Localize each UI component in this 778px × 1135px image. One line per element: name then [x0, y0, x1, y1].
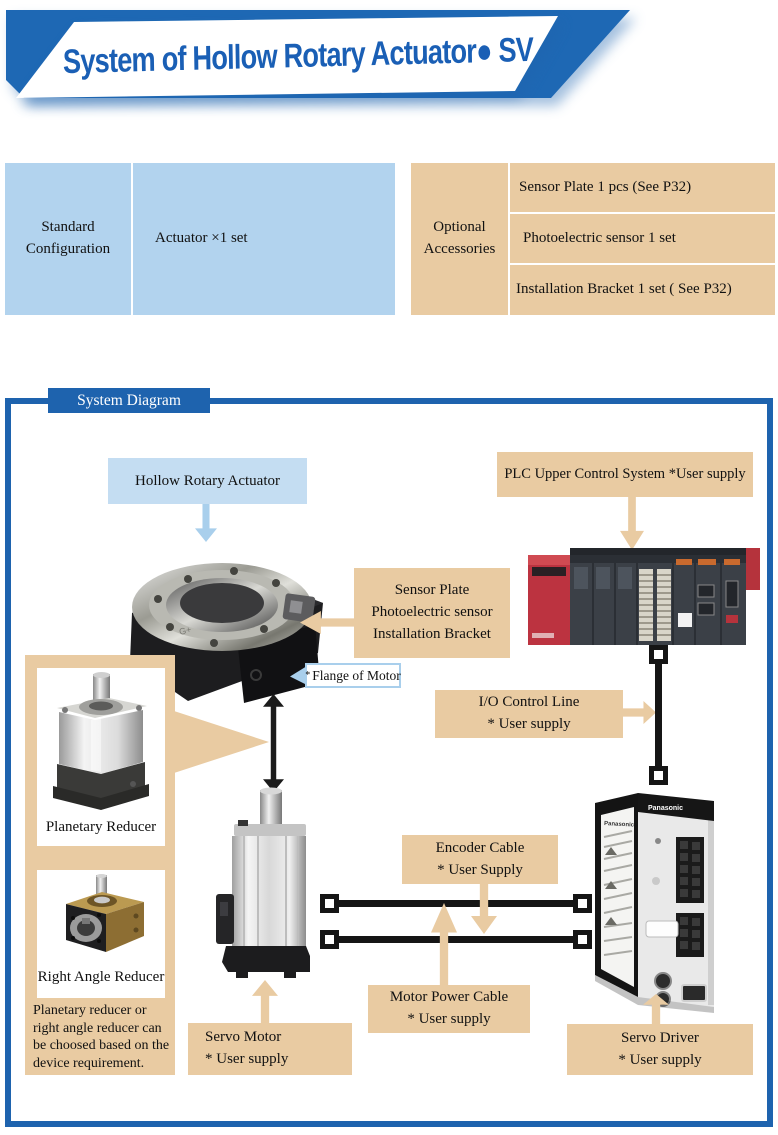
- optional-item-row: Installation Bracket 1 set ( See P32): [510, 265, 775, 315]
- servo-driver-line1: Servo Driver: [621, 1029, 699, 1046]
- servo-driver-image: Panasonic Panasonic: [595, 793, 714, 1013]
- connector-square-icon: [649, 645, 668, 664]
- io-label-line2: * User supply: [487, 716, 571, 732]
- servo-motor-line1: Servo Motor: [205, 1029, 282, 1046]
- standard-label-line1: Standard: [41, 219, 95, 236]
- motor-power-line2: * User supply: [407, 1011, 491, 1027]
- reducer-note: Planetary reducer or right angle reducer…: [33, 1003, 170, 1071]
- sensor-label-line3: Installation Bracket: [373, 625, 491, 642]
- connector-square-icon: [573, 894, 592, 913]
- encoder-line: [338, 936, 578, 943]
- io-control-line-label: I/O Control Line * User supply: [435, 690, 623, 738]
- flange-text: Flange of Motor: [312, 667, 401, 683]
- servo-motor-label: Servo Motor * User supply: [188, 1023, 352, 1075]
- right-angle-reducer-caption: Right Angle Reducer: [37, 968, 165, 985]
- motor-power-cable-label: Motor Power Cable * User supply: [368, 985, 530, 1033]
- optional-label-line2: Accessories: [423, 241, 496, 257]
- motor-power-line: [338, 900, 578, 907]
- svg-text:G+: G+: [178, 624, 192, 637]
- motor-power-line1: Motor Power Cable: [389, 989, 509, 1006]
- plc-image: [528, 548, 760, 645]
- standard-configuration-value: Actuator ×1 set: [133, 163, 395, 315]
- io-label-line1: I/O Control Line: [478, 694, 580, 711]
- servo-driver-label: Servo Driver * User supply: [567, 1024, 753, 1075]
- driver-brand-text: Panasonic: [648, 805, 683, 812]
- driver-brand-text: Panasonic: [604, 821, 635, 829]
- page-title: System of Hollow Rotary Actuator● SV: [62, 30, 534, 81]
- hollow-rotary-actuator-image: G+: [130, 563, 323, 703]
- connector-square-icon: [649, 766, 668, 785]
- sensor-label-line1: Sensor Plate: [394, 582, 470, 599]
- servo-motor-line2: * User supply: [205, 1051, 289, 1067]
- right-angle-reducer-image: [66, 874, 144, 952]
- connector-square-icon: [320, 894, 339, 913]
- encoder-cable-label: Encoder Cable * User Supply: [402, 835, 558, 884]
- planetary-reducer-image: [53, 672, 149, 810]
- optional-item-row: Sensor Plate 1 pcs (See P32): [510, 163, 775, 212]
- connector-square-icon: [573, 930, 592, 949]
- servo-motor-image: [216, 787, 310, 978]
- sensor-label-line2: Photoelectric sensor: [371, 604, 493, 621]
- system-diagram-title: System Diagram: [48, 388, 210, 413]
- hollow-rotary-actuator-label: Hollow Rotary Actuator: [108, 458, 307, 504]
- flange-of-motor-callout: * Flange of Motor: [305, 663, 401, 688]
- optional-label-line1: Optional: [433, 219, 486, 236]
- encoder-label-line1: Encoder Cable: [435, 839, 525, 856]
- header-banner-white-shape: [0, 0, 778, 120]
- sensor-plate-label: Sensor Plate Photoelectric sensor Instal…: [354, 568, 510, 658]
- encoder-label-line2: * User Supply: [437, 861, 523, 878]
- flange-asterisk: *: [305, 670, 311, 681]
- optional-accessories-header: Optional Accessories: [411, 163, 508, 315]
- planetary-reducer-caption: Planetary Reducer: [45, 818, 157, 835]
- standard-label-line2: Configuration: [25, 241, 111, 257]
- optional-item-row: Photoelectric sensor 1 set: [510, 214, 775, 263]
- standard-configuration-header: Standard Configuration: [5, 163, 131, 315]
- plc-label: PLC Upper Control System *User supply: [497, 452, 753, 497]
- servo-driver-line2: * User supply: [618, 1051, 702, 1068]
- connector-square-icon: [320, 930, 339, 949]
- io-connector-line: [655, 658, 662, 774]
